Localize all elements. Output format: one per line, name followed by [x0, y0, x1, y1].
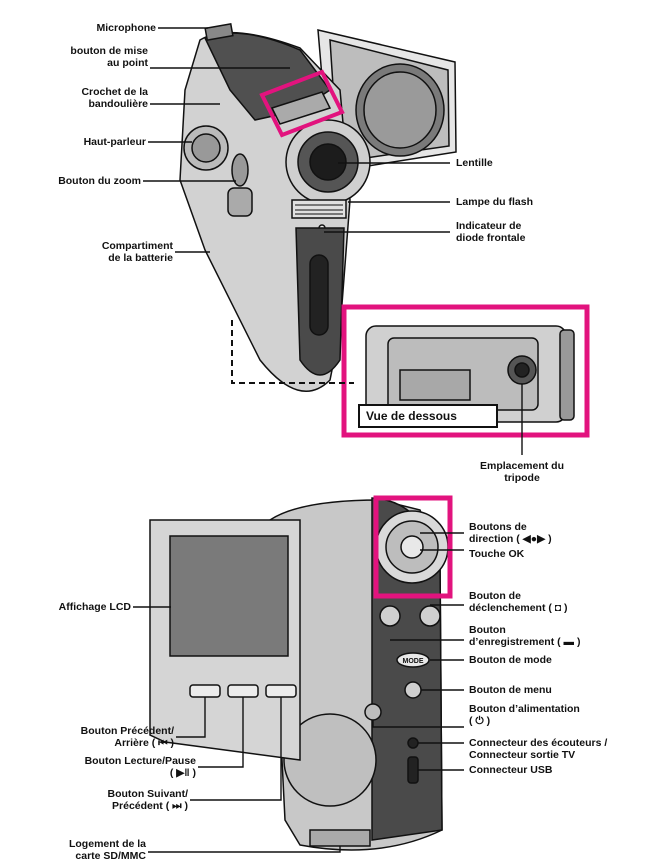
highlight-bottom-view: [341, 304, 590, 438]
label-usb-connector: Connecteur USB: [469, 764, 553, 776]
label-speaker: Haut-parleur: [83, 136, 146, 148]
record-key: [379, 605, 401, 627]
highlight-focus: [259, 69, 345, 138]
camera-top-view: [179, 22, 457, 392]
shutter-key: [419, 605, 441, 627]
prev-key: [189, 684, 221, 698]
leader-lines: [133, 27, 523, 853]
flash-lamp: [291, 199, 347, 219]
mode-key-text: MODE: [403, 658, 424, 665]
label-zoom-button: Bouton du zoom: [58, 175, 141, 187]
camera-bottom-view: [365, 325, 575, 423]
ok-key: [400, 535, 424, 559]
mode-key: [396, 652, 430, 668]
power-key: [364, 703, 382, 721]
label-headphone-connector: Connecteur des écouteurs /Connecteur sor…: [469, 737, 608, 761]
label-ok-key: Touche OK: [469, 548, 525, 560]
label-flash: Lampe du flash: [456, 196, 534, 208]
microphone-grille: [204, 22, 234, 42]
label-lcd-display: Affichage LCD: [58, 601, 131, 613]
lcd-screen: [169, 535, 289, 657]
headphone-jack: [407, 737, 419, 749]
sd-slot: [309, 829, 371, 847]
highlight-direction-pad: [373, 495, 453, 599]
play-pause-key: [227, 684, 259, 698]
next-key: [265, 684, 297, 698]
usb-port: [407, 756, 419, 784]
label-prev-button: Bouton Précédent/Arrière ( ⏮ ): [80, 725, 174, 749]
bottom-view-caption: Vue de dessous: [358, 404, 498, 428]
label-next-button: Bouton Suivant/Précédent ( ⏭ ): [107, 788, 189, 812]
menu-key: [404, 681, 422, 699]
label-menu-button: Bouton de menu: [469, 684, 552, 696]
label-mode-button: Bouton de mode: [469, 654, 552, 666]
camera-back-view: [149, 497, 449, 851]
label-lens: Lentille: [456, 157, 493, 169]
label-power-button: Bouton d’alimentation( ⏻ ): [469, 703, 580, 727]
zoom-rocker: [231, 153, 249, 187]
bottom-view-link: [231, 320, 354, 384]
lens-glass: [309, 143, 347, 181]
label-microphone: Microphone: [96, 22, 157, 34]
label-play-pause-button: Bouton Lecture/Pause( ▶‖ ): [84, 755, 196, 779]
